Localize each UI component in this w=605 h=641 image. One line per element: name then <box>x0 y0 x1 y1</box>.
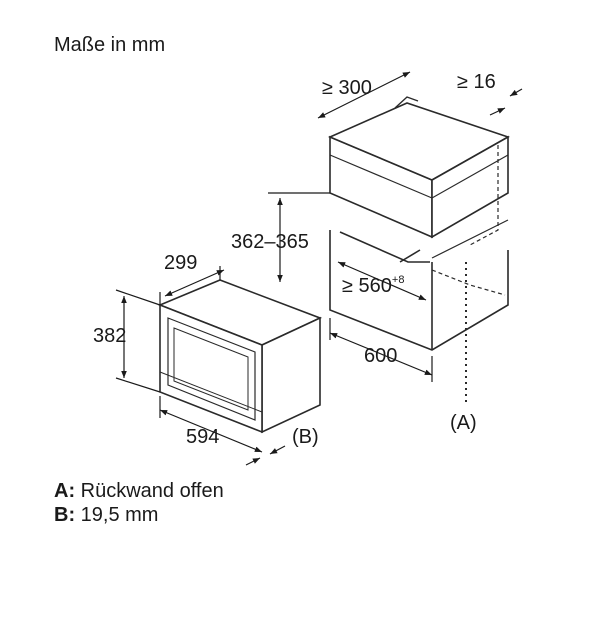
dim-device-height: 382 <box>93 325 126 347</box>
dim-cabinet-depth: ≥ 300 <box>322 77 372 99</box>
page-title: Maße in mm <box>54 34 166 56</box>
wall-cabinet <box>327 96 510 239</box>
dimension-lines <box>115 71 523 466</box>
dim-niche-depth: 600 <box>364 345 397 367</box>
dim-gap: ≥ 16 <box>457 71 496 93</box>
installation-niche <box>329 145 509 351</box>
dim-niche-height: 362–365 <box>231 231 309 253</box>
legend-b: B: 19,5 mm <box>54 504 159 526</box>
callout-a: (A) <box>450 412 477 434</box>
dim-niche-width: ≥ 560+8 <box>342 274 404 297</box>
microwave-device <box>157 279 323 434</box>
dim-device-width: 594 <box>186 426 219 448</box>
legend-a: A: Rückwand offen <box>54 480 224 502</box>
callout-b: (B) <box>292 426 319 448</box>
dim-device-depth: 299 <box>164 252 197 274</box>
